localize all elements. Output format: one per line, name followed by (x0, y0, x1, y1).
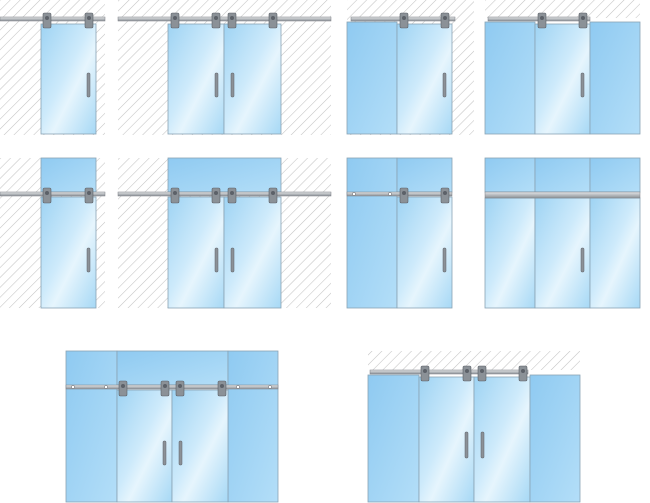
ceiling-hatch (485, 0, 640, 18)
track-rail (0, 191, 106, 197)
track-rail (65, 384, 279, 390)
header-rail (484, 191, 641, 199)
rail-fixing-point (388, 192, 392, 196)
roller-hanger (399, 12, 409, 29)
rail-fixing-point (71, 385, 75, 389)
door-handle (230, 247, 235, 273)
roller-hanger (268, 12, 278, 29)
roller-hanger (268, 187, 278, 204)
roller-hanger (84, 187, 94, 204)
door-handle (464, 431, 469, 459)
roller-hanger (477, 365, 487, 382)
rail-fixing-point (236, 385, 240, 389)
fixed-glass-panel (346, 157, 398, 309)
config-single-door-with-transom (0, 157, 106, 309)
config-door-two-fixed-panels-ceiling (484, 0, 641, 135)
door-handle (442, 72, 447, 98)
roller-hanger (440, 12, 450, 29)
roller-hanger (42, 12, 52, 29)
fixed-transom-glass (116, 350, 229, 386)
track-rail (346, 191, 453, 197)
config-double-doors-wall-mounted (117, 0, 332, 135)
door-handle (580, 247, 585, 273)
door-handle (214, 247, 219, 273)
fixed-glass-panel (589, 197, 641, 309)
ceiling-hatch (368, 351, 580, 370)
fixed-transom-glass (589, 157, 641, 193)
config-door-fixed-sides-and-header (484, 157, 641, 309)
track-rail (0, 16, 106, 22)
roller-hanger (518, 365, 528, 382)
door-handle (480, 431, 485, 459)
roller-hanger (175, 380, 185, 397)
rail-fixing-point (352, 192, 356, 196)
door-handle (178, 440, 183, 466)
door-handle (86, 72, 91, 98)
door-handle (162, 440, 167, 466)
roller-hanger (578, 12, 588, 29)
track-rail (117, 191, 332, 197)
roller-hanger (42, 187, 52, 204)
door-handle (230, 72, 235, 98)
fixed-glass-panel (227, 350, 279, 503)
rail-fixing-point (104, 385, 108, 389)
roller-hanger (211, 12, 221, 29)
fixed-glass-panel (484, 21, 536, 135)
fixed-glass-panel (367, 374, 420, 503)
roller-hanger (170, 12, 180, 29)
fixed-transom-glass (534, 157, 591, 193)
roller-hanger (118, 380, 128, 397)
sliding-glass-panel (534, 23, 591, 135)
config-double-doors-fixed-sides-ceiling (367, 351, 581, 503)
config-door-fixed-panel-ceiling (346, 0, 474, 135)
roller-hanger (440, 187, 450, 204)
fixed-glass-panel (529, 374, 581, 503)
roller-hanger (217, 380, 227, 397)
roller-hanger (170, 187, 180, 204)
sliding-glass-panel (167, 23, 225, 135)
roller-hanger (537, 12, 547, 29)
config-double-doors-fixed-sides-transoms (65, 350, 279, 503)
door-handle (214, 72, 219, 98)
roller-hanger (227, 187, 237, 204)
rail-fixing-point (268, 385, 272, 389)
config-double-doors-with-transom (117, 157, 332, 309)
roller-hanger (399, 187, 409, 204)
door-handle (442, 247, 447, 273)
roller-hanger (211, 187, 221, 204)
fixed-transom-glass (40, 157, 97, 193)
fixed-glass-panel (65, 350, 118, 503)
roller-hanger (420, 365, 430, 382)
config-single-door-wall-mounted (0, 0, 106, 135)
fixed-glass-panel (346, 21, 398, 135)
fixed-transom-glass (484, 157, 536, 193)
fixed-glass-panel (484, 197, 536, 309)
fixed-transom-glass (396, 157, 453, 193)
door-handle (580, 72, 585, 98)
fixed-glass-panel (589, 21, 641, 135)
roller-hanger (462, 365, 472, 382)
config-door-fixed-side-and-transom (346, 157, 453, 309)
roller-hanger (160, 380, 170, 397)
track-rail (117, 16, 332, 22)
track-rail (369, 369, 529, 375)
roller-hanger (227, 12, 237, 29)
door-handle (86, 247, 91, 273)
fixed-transom-glass (167, 157, 282, 193)
roller-hanger (84, 12, 94, 29)
